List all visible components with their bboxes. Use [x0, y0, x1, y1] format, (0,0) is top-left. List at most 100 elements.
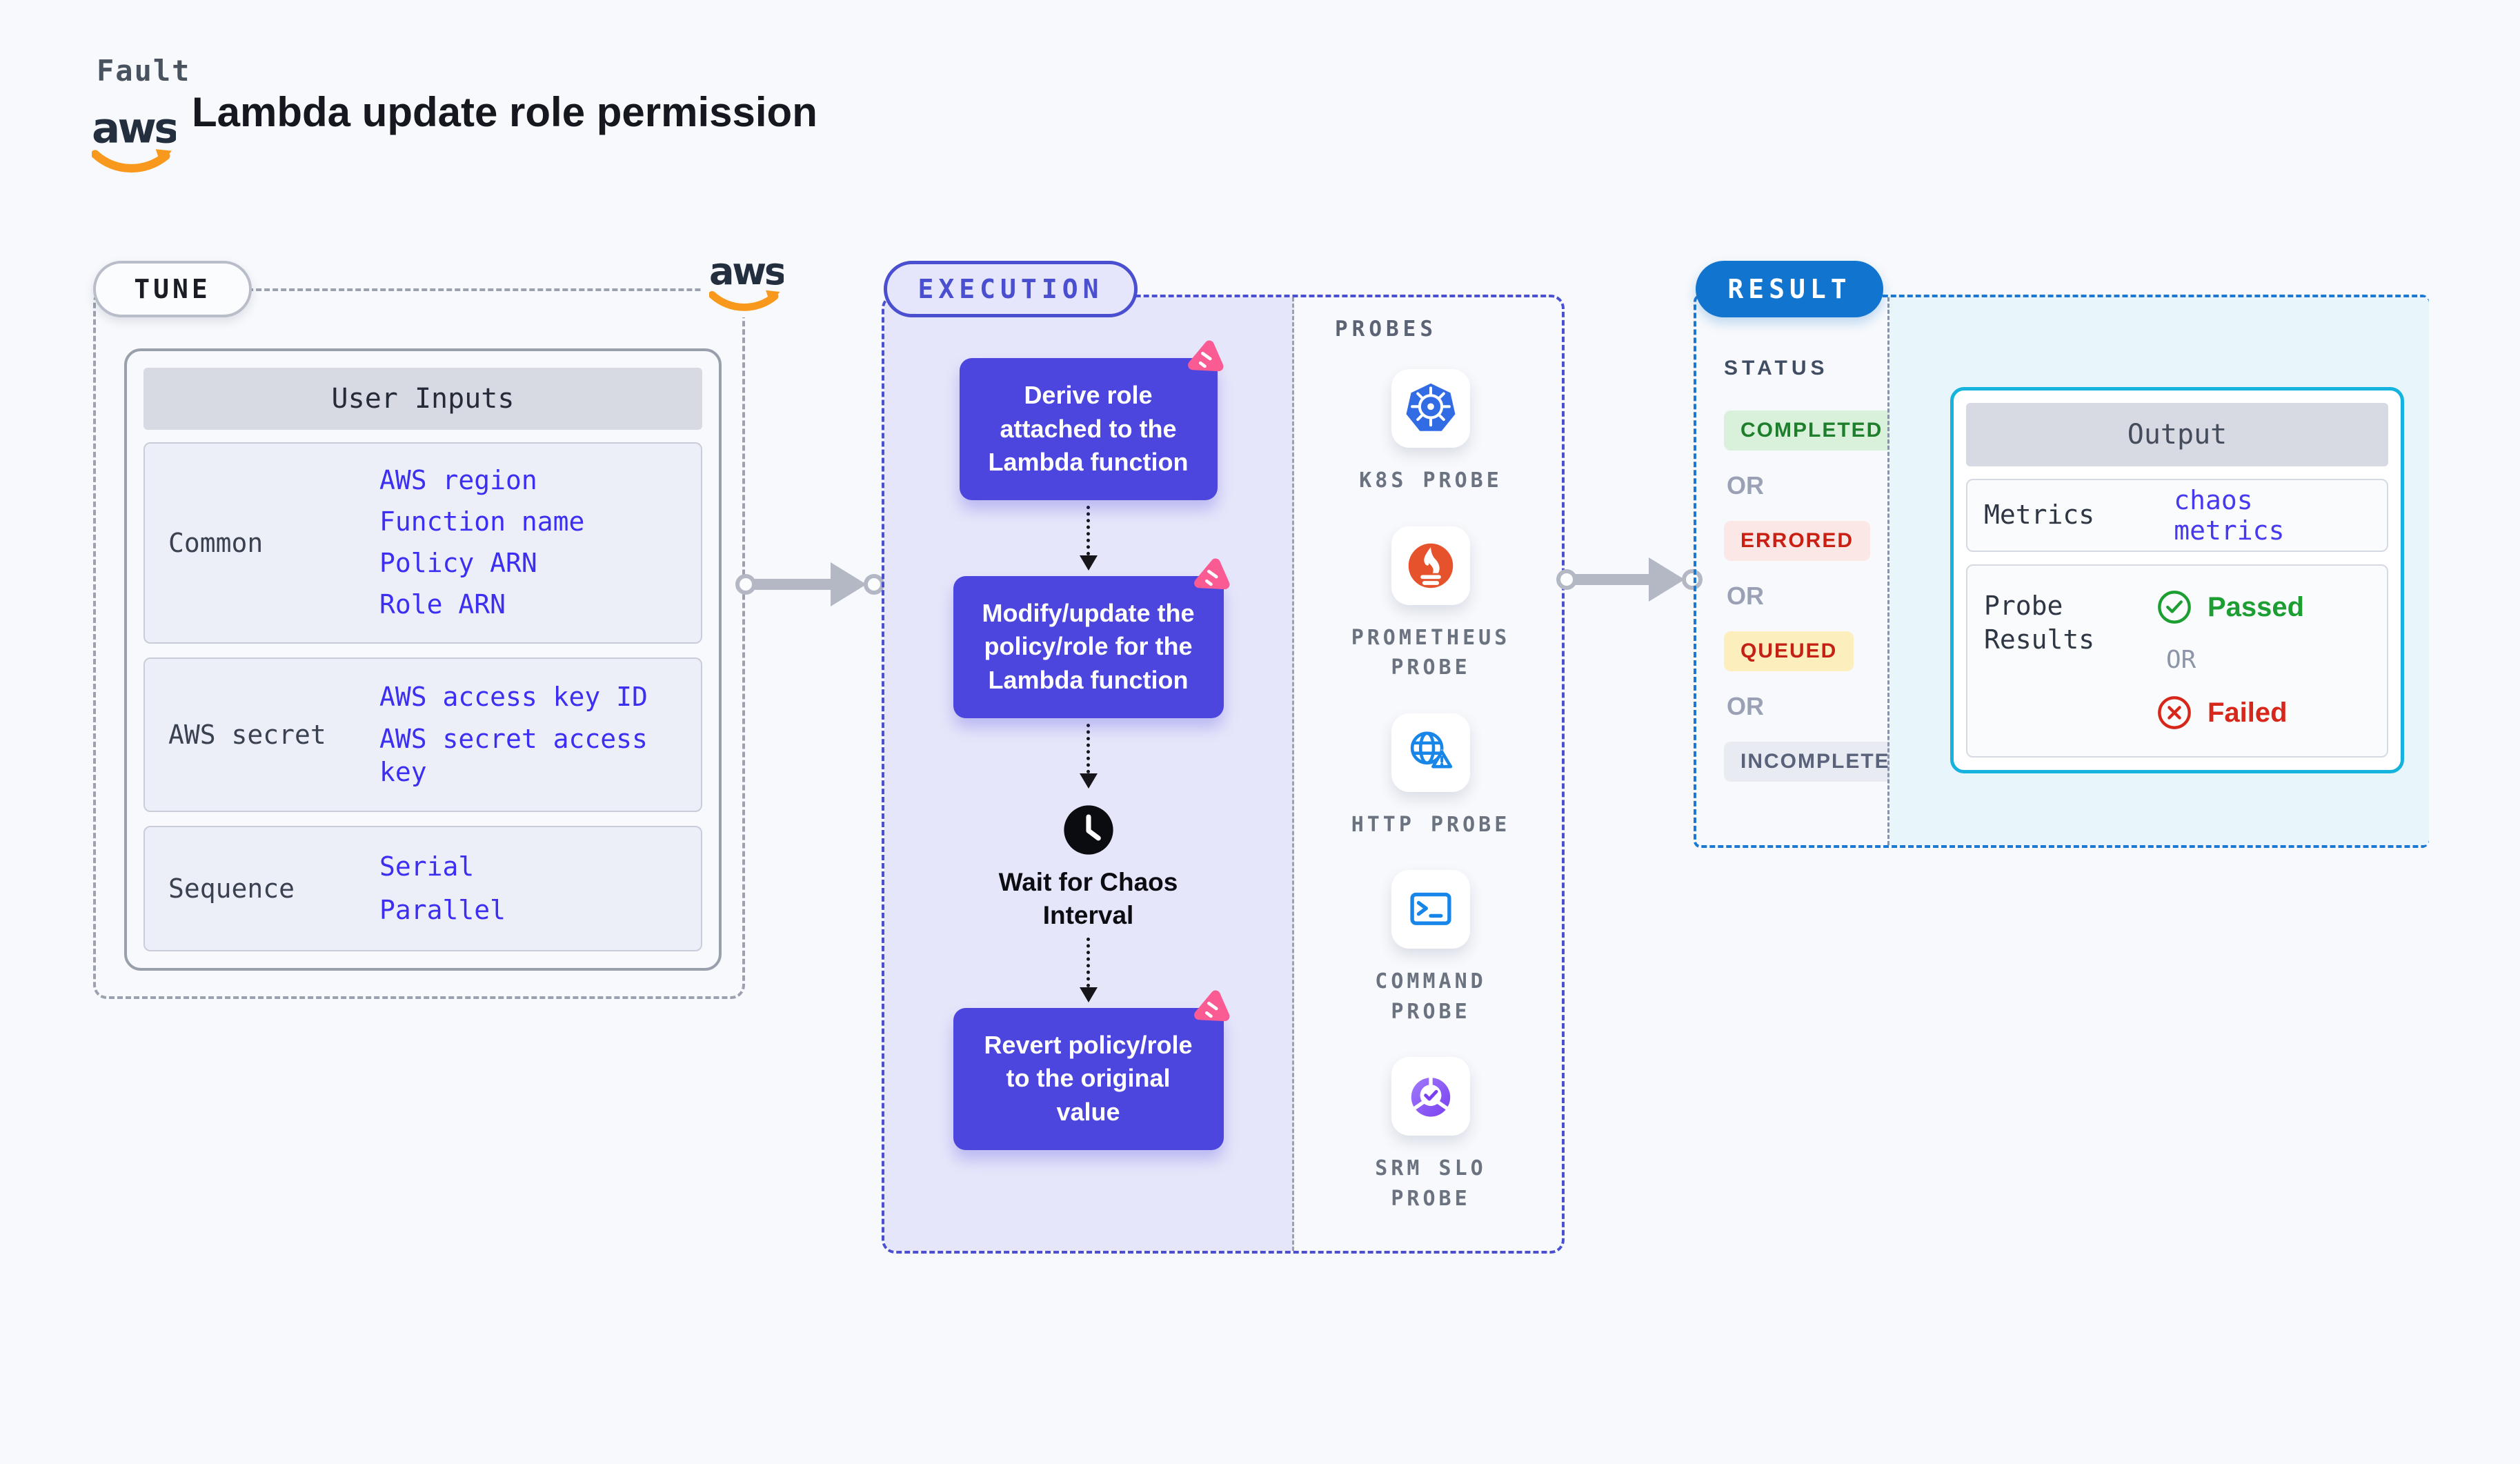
- arrow-start-ring: [735, 574, 756, 595]
- dotted-connector: [1087, 505, 1090, 555]
- doc-link[interactable]: Serial: [379, 851, 475, 882]
- aws-smile-icon: aws: [92, 105, 176, 173]
- output-panel: Output Metrics chaos metrics Probe Resul…: [1889, 297, 2429, 845]
- doc-link[interactable]: AWS region: [379, 465, 537, 496]
- status-heading: STATUS: [1724, 357, 1829, 379]
- probe-item-prometheus: PROMETHEUS PROBE: [1331, 526, 1531, 683]
- row-label: Sequence: [168, 873, 295, 904]
- result-section: STATUS COMPLETED OR ERRORED OR QUEUED OR…: [1694, 295, 2429, 848]
- or-label: OR: [1727, 692, 1764, 720]
- probe-item-http: HTTP PROBE: [1331, 713, 1531, 840]
- status-column: STATUS COMPLETED OR ERRORED OR QUEUED OR…: [1696, 297, 1923, 845]
- probe-results-label: Probe Results: [1984, 591, 2095, 655]
- arrow-start-ring: [1556, 569, 1577, 590]
- execution-badge: EXECUTION: [884, 261, 1138, 317]
- clock-icon: [1062, 804, 1115, 856]
- arrow-shaft: [755, 579, 832, 590]
- doc-link[interactable]: Policy ARN: [379, 548, 537, 579]
- aws-logo-tune: aws: [702, 248, 791, 317]
- passed-label: Passed: [2208, 591, 2305, 622]
- row-links: AWS access key ID AWS secret access key: [373, 659, 701, 811]
- probe-label: K8S PROBE: [1359, 468, 1502, 493]
- check-circle-icon: [2158, 591, 2191, 624]
- chaos-metrics-link[interactable]: chaos metrics: [2174, 485, 2285, 546]
- metrics-label: Metrics: [1984, 499, 2095, 531]
- row-label: Common: [168, 527, 264, 558]
- doc-link[interactable]: Role ARN: [379, 589, 506, 620]
- user-inputs-header: User Inputs: [143, 368, 702, 430]
- probe-results-row: Probe Results Passed OR: [1966, 564, 2388, 758]
- dotted-connector-arrowhead: [1079, 987, 1098, 1002]
- failed-label: Failed: [2208, 697, 2288, 728]
- aws-smile-icon: aws: [709, 251, 784, 311]
- or-label: OR: [1727, 582, 1764, 610]
- http-globe-icon: [1391, 713, 1470, 792]
- flow-arrow-probes-to-result: [1556, 557, 1703, 602]
- wait-interval-label: Wait for Chaos Interval: [998, 867, 1178, 929]
- tune-badge: TUNE: [93, 261, 252, 317]
- svg-text:aws: aws: [709, 251, 784, 293]
- or-label: OR: [2166, 646, 2196, 674]
- chaos-step-revert-policy: Revert policy/role to the original value: [953, 990, 1229, 1150]
- tune-section: [93, 288, 745, 999]
- status-badge-queued: QUEUED: [1724, 631, 1854, 671]
- arrow-head: [831, 562, 866, 606]
- status-output-divider: [1887, 297, 1889, 845]
- fault-eyebrow: Fault: [97, 54, 191, 88]
- output-card: Output Metrics chaos metrics Probe Resul…: [1950, 387, 2404, 773]
- chaos-logo-icon: [1191, 987, 1233, 1030]
- probe-item-command: COMMAND PROBE: [1331, 870, 1531, 1027]
- status-badge-completed: COMPLETED: [1724, 410, 1900, 451]
- metrics-row: Metrics chaos metrics: [1966, 479, 2388, 552]
- user-inputs-card: User Inputs Common AWS region Function n…: [124, 348, 722, 971]
- row-links: AWS region Function name Policy ARN Role…: [373, 444, 701, 642]
- slo-gauge-icon: [1391, 1057, 1470, 1136]
- dotted-connector-arrowhead: [1079, 773, 1098, 789]
- probe-label: PROMETHEUS PROBE: [1351, 625, 1511, 680]
- x-circle-icon: [2158, 696, 2191, 729]
- flow-arrow-tune-to-execution: [735, 562, 884, 606]
- table-row-common: Common AWS region Function name Policy A…: [143, 442, 702, 644]
- failed-indicator: Failed: [2156, 695, 2304, 731]
- probes-panel: PROBES: [1296, 297, 1565, 1251]
- chaos-step-label: Modify/update the policy/role for the La…: [982, 598, 1195, 694]
- kubernetes-icon: [1391, 369, 1470, 448]
- dotted-connector-arrowhead: [1079, 555, 1098, 571]
- execution-section: Derive role attached to the Lambda funct…: [882, 295, 1565, 1254]
- doc-link[interactable]: Parallel: [379, 894, 506, 925]
- verdict-column: Passed OR Failed: [2156, 589, 2304, 731]
- output-header: Output: [1966, 403, 2388, 466]
- probe-label: SRM SLO PROBE: [1375, 1156, 1487, 1211]
- doc-link[interactable]: AWS secret access key: [379, 724, 648, 787]
- dotted-connector: [1087, 723, 1090, 773]
- svg-text:aws: aws: [92, 105, 176, 152]
- chaos-logo-icon: [1184, 337, 1227, 380]
- arrow-head: [1649, 557, 1685, 602]
- chaos-step-label: Revert policy/role to the original value: [984, 1030, 1193, 1126]
- probe-label: HTTP PROBE: [1351, 812, 1511, 837]
- doc-link[interactable]: Function name: [379, 506, 585, 537]
- arrow-end-ring: [1682, 569, 1703, 590]
- table-row-aws-secret: AWS secret AWS access key ID AWS secret …: [143, 657, 702, 813]
- arrow-shaft: [1576, 574, 1650, 585]
- chaos-step-derive-role: Derive role attached to the Lambda funct…: [959, 340, 1223, 500]
- table-row-sequence: Sequence Serial Parallel: [143, 826, 702, 951]
- page-title: Lambda update role permission: [192, 89, 817, 135]
- or-label: OR: [1727, 471, 1764, 499]
- probe-label: COMMAND PROBE: [1375, 969, 1487, 1024]
- status-badge-errored: ERRORED: [1724, 521, 1871, 561]
- probe-item-k8s: K8S PROBE: [1331, 369, 1531, 496]
- row-label: AWS secret: [168, 720, 326, 751]
- passed-indicator: Passed: [2156, 589, 2304, 625]
- doc-link[interactable]: AWS access key ID: [379, 681, 648, 712]
- chaos-step-label: Derive role attached to the Lambda funct…: [988, 381, 1189, 477]
- aws-logo: aws: [92, 105, 176, 177]
- probe-item-srm-slo: SRM SLO PROBE: [1331, 1057, 1531, 1214]
- chaos-step-modify-policy: Modify/update the policy/role for the La…: [953, 558, 1229, 718]
- result-badge: RESULT: [1696, 261, 1883, 317]
- execution-panel: Derive role attached to the Lambda funct…: [884, 297, 1294, 1251]
- dotted-connector: [1087, 937, 1090, 987]
- probes-heading: PROBES: [1335, 317, 1437, 342]
- prometheus-icon: [1391, 526, 1470, 605]
